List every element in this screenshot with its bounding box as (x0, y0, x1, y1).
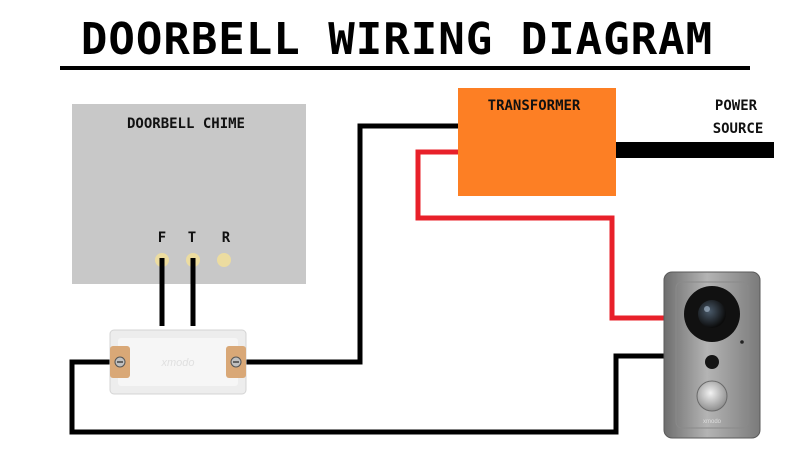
power-adapter: xmodo (109, 329, 247, 395)
terminal-label-t: T (188, 230, 196, 246)
chime-label: DOORBELL CHIME (127, 116, 245, 132)
title-underline (60, 66, 750, 70)
transformer-box (458, 88, 616, 196)
doorbell-chime-box (72, 104, 306, 284)
terminal-label-f: F (158, 230, 166, 246)
camera-lens (698, 300, 726, 328)
power-source-label-line2: SOURCE (713, 121, 764, 137)
power-cable (616, 142, 774, 158)
transformer-label: TRANSFORMER (488, 98, 581, 114)
wire-red-transformer-doorbell (415, 149, 676, 321)
terminal-r (217, 253, 231, 267)
wire-adapter-transformer (244, 123, 462, 365)
doorbell-brand-logo: xmodo (703, 419, 722, 425)
motion-sensor (705, 355, 719, 369)
doorbell-button (696, 380, 728, 412)
adapter-brand-logo: xmodo (160, 357, 194, 369)
terminal-label-r: R (222, 230, 231, 246)
power-source-label-line1: POWER (715, 98, 758, 114)
wire-adapter-doorbell (69, 353, 676, 435)
video-doorbell: xmodo (663, 271, 761, 439)
diagram-title: DOORBELL WIRING DIAGRAM (80, 14, 714, 65)
